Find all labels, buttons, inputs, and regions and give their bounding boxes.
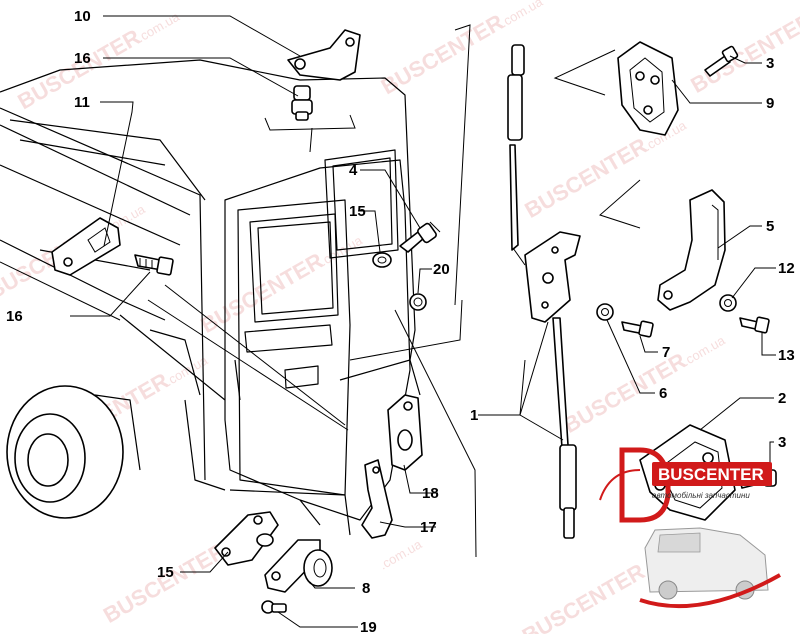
callout-7: 7 <box>662 344 670 361</box>
callout-17: 17 <box>420 519 437 536</box>
part-13-bolt <box>739 316 770 334</box>
callout-12: 12 <box>778 260 795 277</box>
part-18-plate <box>387 394 423 471</box>
part-1-lock-rods <box>507 44 581 539</box>
part-17-bracket <box>361 459 393 539</box>
callout-16-left: 16 <box>6 308 23 325</box>
watermark-brand: BUSCENTER <box>520 133 651 223</box>
callout-15: 15 <box>349 203 366 220</box>
rear-wheel <box>6 385 141 519</box>
watermark-brand: BUSCENTER <box>99 538 230 628</box>
part-20-washer <box>409 293 427 311</box>
callout-16-top: 16 <box>74 50 91 67</box>
watermark-domain: .com.ua <box>317 232 365 268</box>
callout-1: 1 <box>470 407 478 424</box>
part-5-handle <box>657 189 726 311</box>
logo-swoosh <box>639 573 781 609</box>
callout-3-top: 3 <box>766 55 774 72</box>
callout-18: 18 <box>422 485 439 502</box>
logo-d-mark <box>619 447 671 523</box>
callout-3-bottom: 3 <box>778 434 786 451</box>
part-15-washer <box>372 252 392 268</box>
part-16-pin-top <box>291 85 313 121</box>
watermark-domain: .com.ua <box>680 332 728 368</box>
part-10-hinge-bracket <box>287 29 361 81</box>
part-4-stud <box>399 221 441 253</box>
leader-lines <box>0 15 776 628</box>
callout-19: 19 <box>360 619 377 634</box>
callout-14: 15 <box>157 564 174 581</box>
watermark-domain: .com.ua <box>498 0 546 30</box>
watermark-brand: BUSCENTER <box>559 348 690 438</box>
part-12-washer <box>719 294 737 312</box>
buscenter-logo: BUSCENTER автомобільні запчастини <box>599 447 781 609</box>
callout-10: 10 <box>74 8 91 25</box>
part-11-striker <box>51 217 121 276</box>
logo-name: BUSCENTER <box>658 465 764 484</box>
callout-11: 11 <box>74 94 90 111</box>
watermark-brand: BUSCENTER <box>518 559 649 634</box>
part-19-screw <box>261 600 287 614</box>
part-16-bolt-left <box>134 254 174 276</box>
watermark-brand: BUSCENTER <box>686 8 800 98</box>
callout-9: 9 <box>766 95 774 112</box>
part-6-washer <box>596 303 614 321</box>
callout-6: 6 <box>659 385 667 402</box>
watermark-brand: BUSCENTER <box>377 9 508 99</box>
logo-banner <box>652 462 772 486</box>
watermark-domain: .com.ua <box>134 9 182 45</box>
watermark-domain: .com.ua <box>377 536 425 572</box>
part-9-mount-block <box>617 41 679 136</box>
callout-13: 13 <box>778 347 795 364</box>
callout-8: 8 <box>362 580 370 597</box>
callout-20: 20 <box>433 261 450 278</box>
callout-5: 5 <box>766 218 774 235</box>
callout-4: 4 <box>349 162 358 179</box>
part-8-roller <box>264 539 333 593</box>
callout-labels: 10 16 11 16 4 15 20 18 17 15 8 19 1 3 9 … <box>6 8 795 634</box>
part-7-bolt <box>621 320 654 338</box>
callout-2: 2 <box>778 390 786 407</box>
logo-tagline: автомобільні запчастини <box>652 491 750 500</box>
part-14-hinge-plate <box>214 511 279 566</box>
